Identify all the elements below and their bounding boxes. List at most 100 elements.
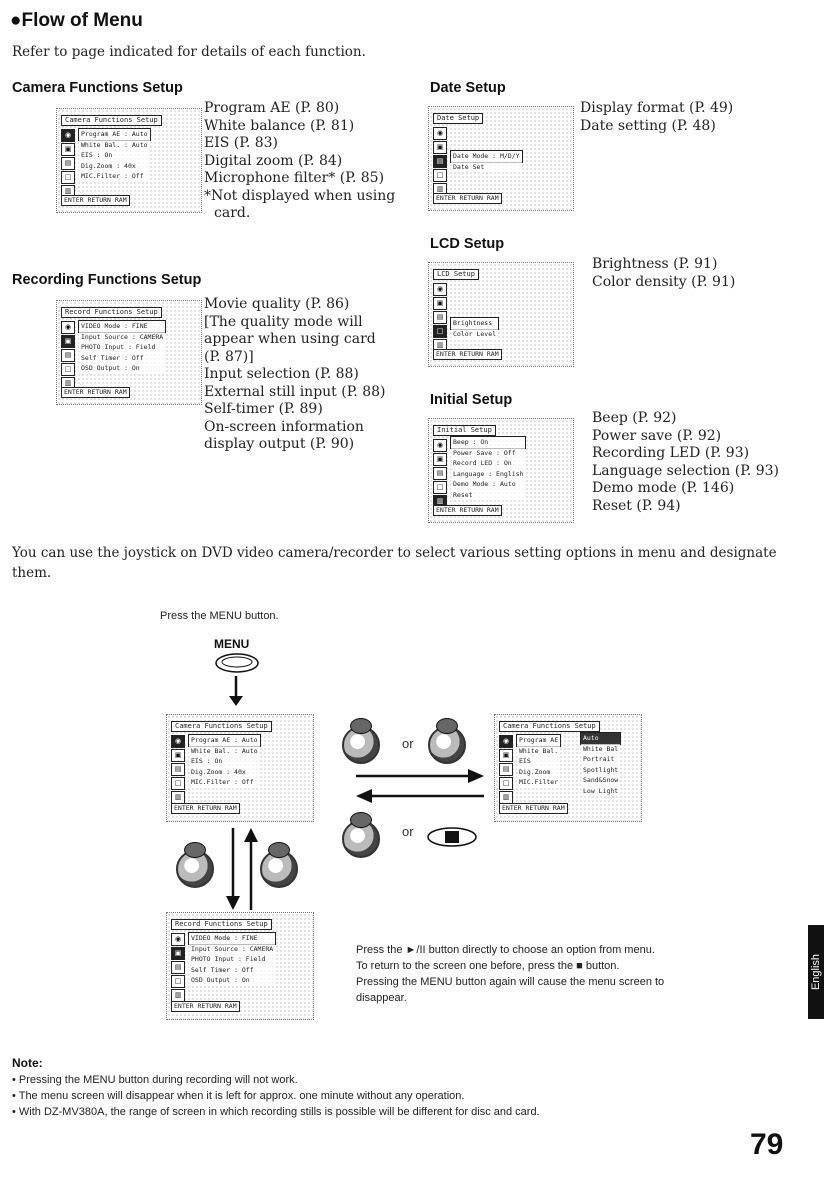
menu-icon-column: ◉ ▣ ▤ □ ▥: [433, 127, 447, 196]
screen-title: Initial Setup: [433, 425, 496, 436]
ref-line: External still input (P. 88): [204, 383, 386, 400]
record-icon: ▣: [61, 143, 75, 156]
date-icon: ▤: [433, 155, 447, 168]
lcd-icon: □: [433, 481, 447, 494]
menu-item: Beep : On: [449, 436, 527, 449]
lcd-icon: □: [433, 325, 447, 338]
menu-item: PHOTO Input : Field: [189, 954, 276, 965]
setup-icon: ▥: [61, 377, 75, 390]
menu-icon-column: ◉ ▣ ▤ □ ▥: [171, 933, 185, 1002]
menu-button-icon: [215, 653, 259, 673]
lcd-icon: □: [433, 169, 447, 182]
option-item: Spotlight: [581, 764, 621, 775]
ref-line: Display format (P. 49): [580, 100, 734, 116]
ref-line: EIS (P. 83): [204, 135, 279, 151]
ref-line: Self-timer (P. 89): [204, 401, 323, 417]
ref-line: Demo mode (P. 146): [592, 480, 735, 496]
bullet-icon: ●: [10, 10, 22, 31]
flow-screen-record: Record Functions Setup ◉ ▣ ▤ □ ▥ VIDEO M…: [166, 912, 314, 1020]
date-icon: ▤: [171, 763, 185, 776]
screen-title: Record Functions Setup: [171, 919, 272, 930]
screen-footer: ENTER RETURN RAM: [433, 349, 502, 360]
lcd-icon: □: [499, 777, 513, 790]
screen-footer: ENTER RETURN RAM: [433, 505, 502, 516]
camera-icon: ◉: [61, 321, 75, 334]
record-icon: ▣: [433, 453, 447, 466]
menu-item: Power Save : Off: [451, 447, 526, 458]
flow-note-line: To return to the screen one before, pres…: [356, 960, 620, 972]
or-text: or: [402, 736, 414, 751]
joystick-cap-icon: [436, 718, 458, 734]
down-arrow-icon: [229, 676, 243, 706]
option-item: White Bal: [581, 743, 621, 754]
menu-item: EIS: [517, 756, 561, 767]
ref-line: Brightness (P. 91): [592, 256, 718, 272]
menu-item: Self Timer : Off: [189, 964, 276, 975]
ref-line: Power save (P. 92): [592, 427, 722, 444]
joystick-cap-icon: [268, 842, 290, 858]
ref-line: Digital zoom (P. 84): [204, 152, 343, 169]
screen-footer: ENTER RETURN RAM: [61, 387, 130, 398]
ref-line: Movie quality (P. 86): [204, 296, 350, 312]
flow-screen-camera: Camera Functions Setup ◉ ▣ ▤ □ ▥ Program…: [166, 714, 314, 822]
up-arrow-icon: [244, 828, 258, 910]
date-setup-screen: Date Setup ◉ ▣ ▤ □ ▥ Date Mode : M/D/Y D…: [428, 106, 574, 211]
or-text: or: [402, 824, 414, 839]
ref-line: Date setting (P. 48): [580, 117, 716, 134]
screen-title: Record Functions Setup: [61, 307, 162, 318]
down-arrow-icon: [226, 828, 240, 910]
lcd-icon: □: [171, 777, 185, 790]
ref-line: *Not displayed when using: [204, 187, 396, 204]
initial-setup-screen: Initial Setup ◉ ▣ ▤ □ ▥ Beep : On Power …: [428, 418, 574, 523]
menu-icon-column: ◉ ▣ ▤ □ ▥: [61, 321, 75, 390]
camera-setup-screen: Camera Functions Setup ◉ ▣ ▤ □ ▥ Program…: [56, 108, 202, 213]
lcd-setup-refs: Brightness (P. 91) Color density (P. 91): [592, 256, 735, 291]
ref-line: Program AE (P. 80): [204, 100, 340, 116]
note-item: • Pressing the MENU button during record…: [12, 1074, 298, 1086]
bullet-icon: •: [12, 1090, 19, 1102]
flow-screen-options: Camera Functions Setup ◉ ▣ ▤ □ ▥ Program…: [494, 714, 642, 822]
menu-item: EIS : On: [79, 150, 150, 161]
ref-line: Recording LED (P. 93): [592, 445, 750, 461]
menu-item: Dig.Zoom : 40x: [189, 766, 260, 777]
date-icon: ▤: [433, 467, 447, 480]
record-icon: ▣: [171, 749, 185, 762]
menu-item: Program AE : Auto: [78, 128, 151, 141]
screen-footer: ENTER RETURN RAM: [171, 803, 240, 814]
screen-title: Camera Functions Setup: [171, 721, 272, 732]
ref-line: White balance (P. 81): [204, 117, 355, 134]
menu-item: Dig.Zoom: [517, 766, 561, 777]
menu-item: VIDEO Mode : FINE: [187, 932, 277, 945]
joystick-cap-icon: [184, 842, 206, 858]
menu-icon-column: ◉ ▣ ▤ □ ▥: [61, 129, 75, 198]
camera-setup-heading: Camera Functions Setup: [12, 80, 183, 96]
menu-item: Program AE : Auto: [188, 734, 261, 747]
bullet-icon: •: [12, 1074, 19, 1086]
screen-title: LCD Setup: [433, 269, 479, 280]
ref-line: On-screen information: [204, 418, 364, 435]
menu-item: Date Mode : M/D/Y: [450, 150, 523, 163]
instruction-text: You can use the joystick on DVD video ca…: [12, 545, 777, 581]
note-item: • The menu screen will disappear when it…: [12, 1090, 465, 1102]
left-arrow-icon: [356, 789, 484, 803]
date-icon: ▤: [499, 763, 513, 776]
menu-icon-column: ◉ ▣ ▤ □ ▥: [433, 439, 447, 508]
menu-icon-column: ◉ ▣ ▤ □ ▥: [171, 735, 185, 804]
menu-item: PHOTO Input : Field: [79, 342, 166, 353]
option-list: Auto White Bal Portrait Spotlight Sand&S…: [579, 732, 622, 796]
lcd-setup-heading: LCD Setup: [430, 236, 505, 252]
ref-line: appear when using card: [204, 331, 376, 347]
screen-title: Camera Functions Setup: [61, 115, 162, 126]
menu-item: OSD Output : On: [189, 975, 276, 986]
menu-item: OSD Output : On: [79, 363, 166, 374]
menu-item: White Bal. : Auto: [79, 139, 150, 150]
screen-footer: ENTER RETURN RAM: [433, 193, 502, 204]
option-item: Auto: [579, 732, 622, 745]
ref-line: [The quality mode will: [204, 313, 363, 330]
ref-line: Color density (P. 91): [592, 273, 736, 290]
note-item: • With DZ-MV380A, the range of screen in…: [12, 1106, 540, 1118]
language-tab-label: English: [810, 953, 822, 991]
ref-line: Reset (P. 94): [592, 497, 681, 514]
screen-title: Date Setup: [433, 113, 484, 124]
menu-item: Brightness: [449, 317, 500, 330]
